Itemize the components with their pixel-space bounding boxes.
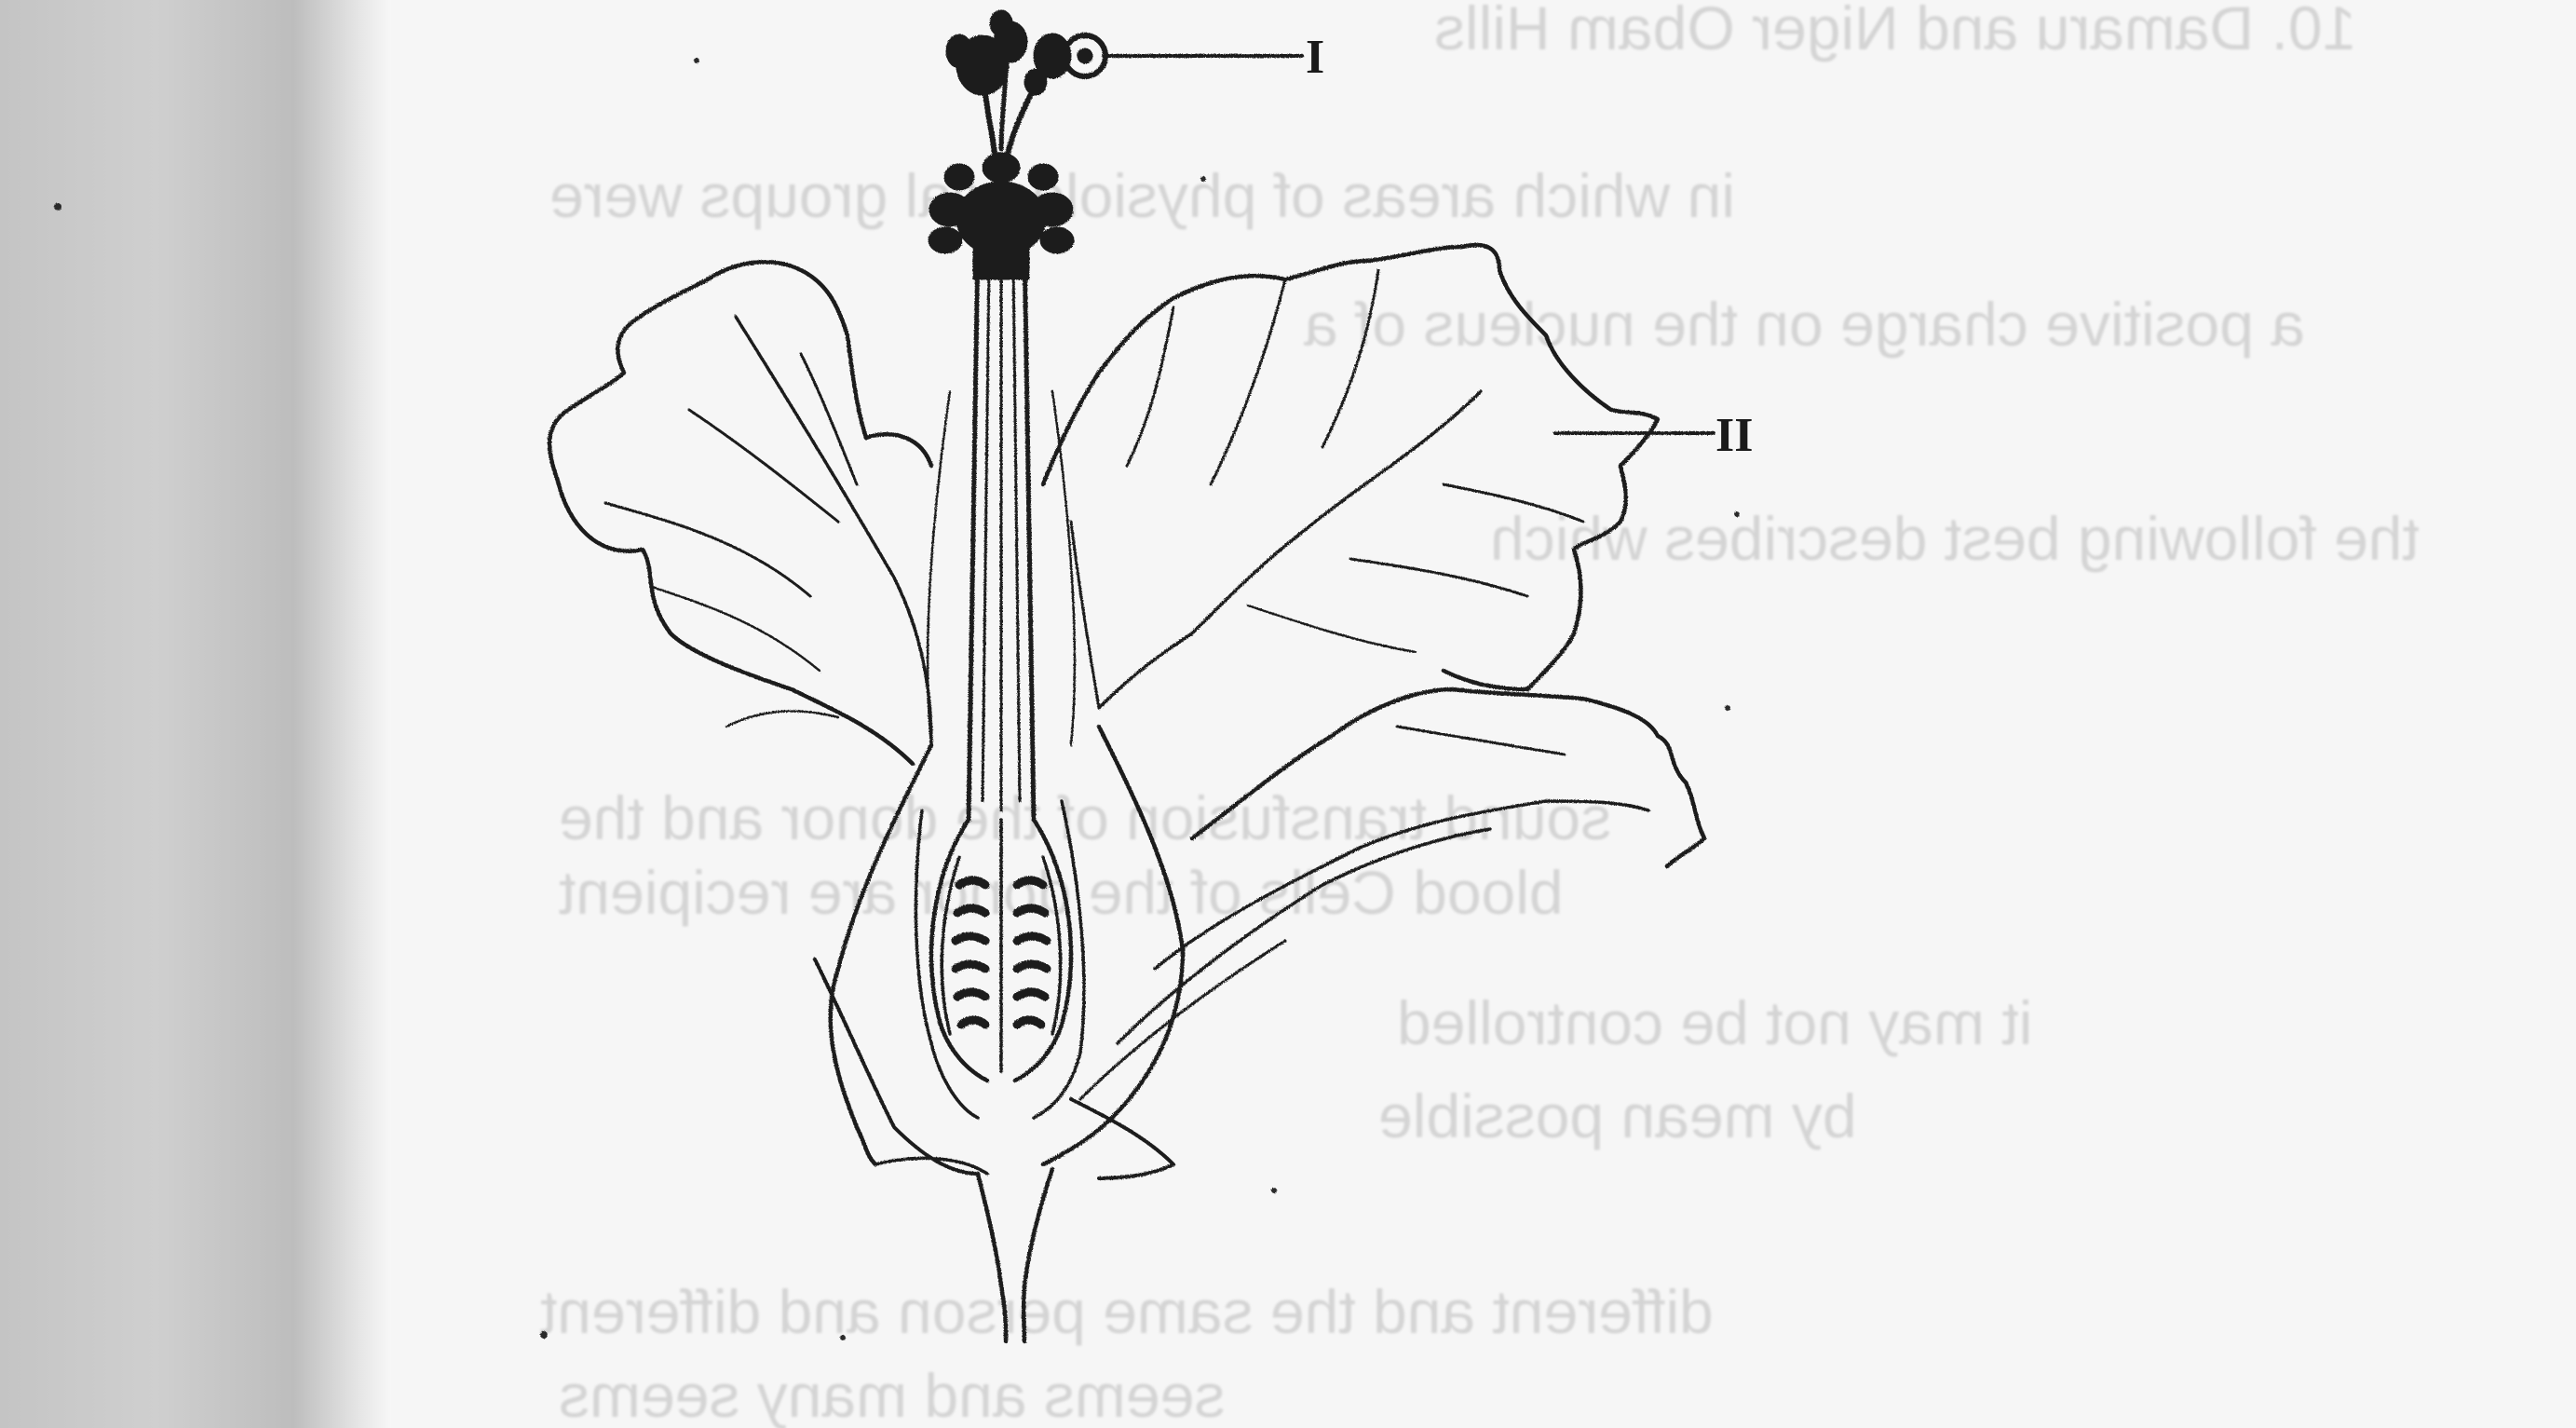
- book-binding-shadow: [0, 0, 391, 1428]
- paper-background: [391, 0, 2576, 1428]
- ovary: [929, 817, 1074, 1083]
- pedicel: [975, 1166, 1055, 1344]
- ovules-right: [1012, 876, 1051, 1029]
- anthers: [928, 152, 1075, 280]
- right-lower-petal: [1078, 687, 1707, 1101]
- ovules-left: [951, 876, 990, 1029]
- staminal-column: [926, 239, 1077, 823]
- right-sepal: [1032, 724, 1186, 1180]
- scan-specks: [54, 58, 1740, 1340]
- label-II: II: [1715, 409, 1753, 462]
- right-petal: [1040, 242, 1661, 710]
- left-sepal: [813, 742, 989, 1176]
- stigma: [945, 9, 1108, 96]
- left-petal: [547, 260, 934, 767]
- label-I: I: [1306, 31, 1324, 84]
